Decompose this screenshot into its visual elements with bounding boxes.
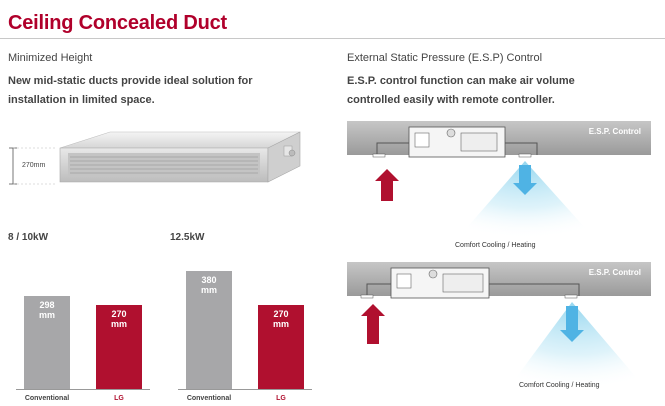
chart-title-8-10kw: 8 / 10kW (8, 232, 49, 243)
dimension-label: 270mm (22, 162, 46, 169)
bar-unit-label: mm (38, 310, 55, 320)
description-line: installation in limited space. (8, 94, 155, 106)
bar-unit-label: mm (272, 319, 289, 329)
minimized-height-description: New mid-static ducts provide ideal solut… (8, 72, 252, 110)
category-label: LG (114, 395, 124, 402)
category-label: Conventional (24, 395, 70, 402)
bar-value-label: 380 (201, 275, 217, 285)
esp-control-tag: E.S.P. Control (588, 268, 641, 277)
esp-panel-1: E.S.P. Control Comfort Cooling / Heating (347, 121, 651, 258)
return-air-arrow (375, 169, 399, 201)
supply-air-arrow (560, 306, 584, 342)
duct-unit-illustration (9, 131, 301, 185)
title-divider (0, 38, 665, 39)
category-label: Conventional (186, 395, 232, 402)
category-label: LG (276, 395, 286, 402)
esp-control-tag: E.S.P. Control (588, 127, 641, 136)
comfort-caption: Comfort Cooling / Heating (455, 242, 536, 249)
page-title: Ceiling Concealed Duct (8, 12, 227, 34)
chart-baseline (16, 389, 150, 390)
supply-air-arrow (513, 165, 537, 195)
esp-description: E.S.P. control function can make air vol… (347, 72, 575, 110)
esp-subtitle: External Static Pressure (E.S.P) Control (347, 52, 543, 64)
bar-value-label: 298 (39, 300, 55, 310)
return-air-arrow (361, 304, 385, 344)
comfort-caption: Comfort Cooling / Heating (519, 382, 600, 389)
esp-panel-2: E.S.P. Control Comfort Cooling / Heating (347, 262, 651, 399)
bar-unit-label: mm (200, 285, 217, 295)
chart-baseline (178, 389, 312, 390)
description-line: New mid-static ducts provide ideal solut… (8, 75, 253, 87)
bar-unit-label: mm (110, 319, 127, 329)
bar-value-label: 270 (111, 309, 127, 319)
description-line: controlled easily with remote controller… (347, 94, 555, 106)
chart-title-12-5kw: 12.5kW (170, 232, 205, 243)
description-line: E.S.P. control function can make air vol… (347, 75, 575, 87)
minimized-height-subtitle: Minimized Height (8, 52, 93, 64)
bar-value-label: 270 (273, 309, 289, 319)
